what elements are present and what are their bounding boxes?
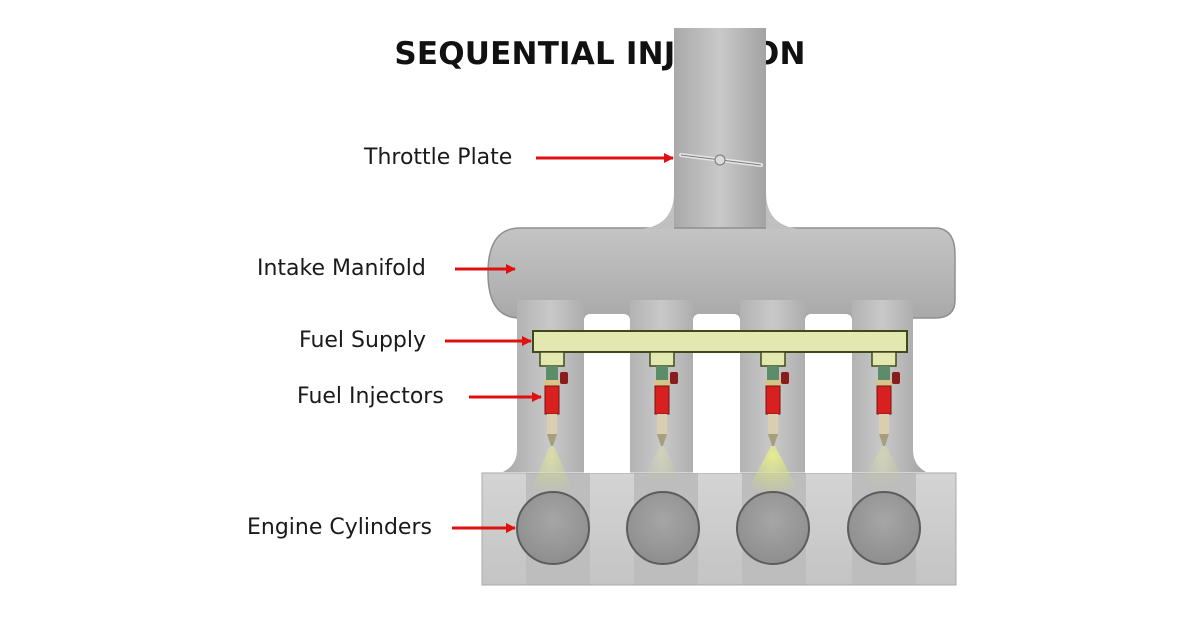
label-engine-cylinders: Engine Cylinders xyxy=(247,515,432,540)
cylinder-3 xyxy=(736,491,810,565)
fuel-spray xyxy=(532,446,904,493)
label-arrows xyxy=(445,153,674,533)
label-intake-manifold: Intake Manifold xyxy=(257,256,426,281)
engine-cylinders xyxy=(516,491,921,565)
throttle-plate xyxy=(679,153,763,167)
fuel-injector-4 xyxy=(876,366,900,446)
fuel-injector-3 xyxy=(765,366,789,446)
fuel-injector-2 xyxy=(654,366,678,446)
label-fuel-supply: Fuel Supply xyxy=(299,328,427,353)
cylinder-4 xyxy=(847,491,921,565)
fuel-injector-1 xyxy=(544,366,568,446)
label-throttle-plate: Throttle Plate xyxy=(364,145,513,170)
cylinder-1 xyxy=(516,491,590,565)
cylinder-2 xyxy=(626,491,700,565)
label-fuel-injectors: Fuel Injectors xyxy=(297,384,444,409)
